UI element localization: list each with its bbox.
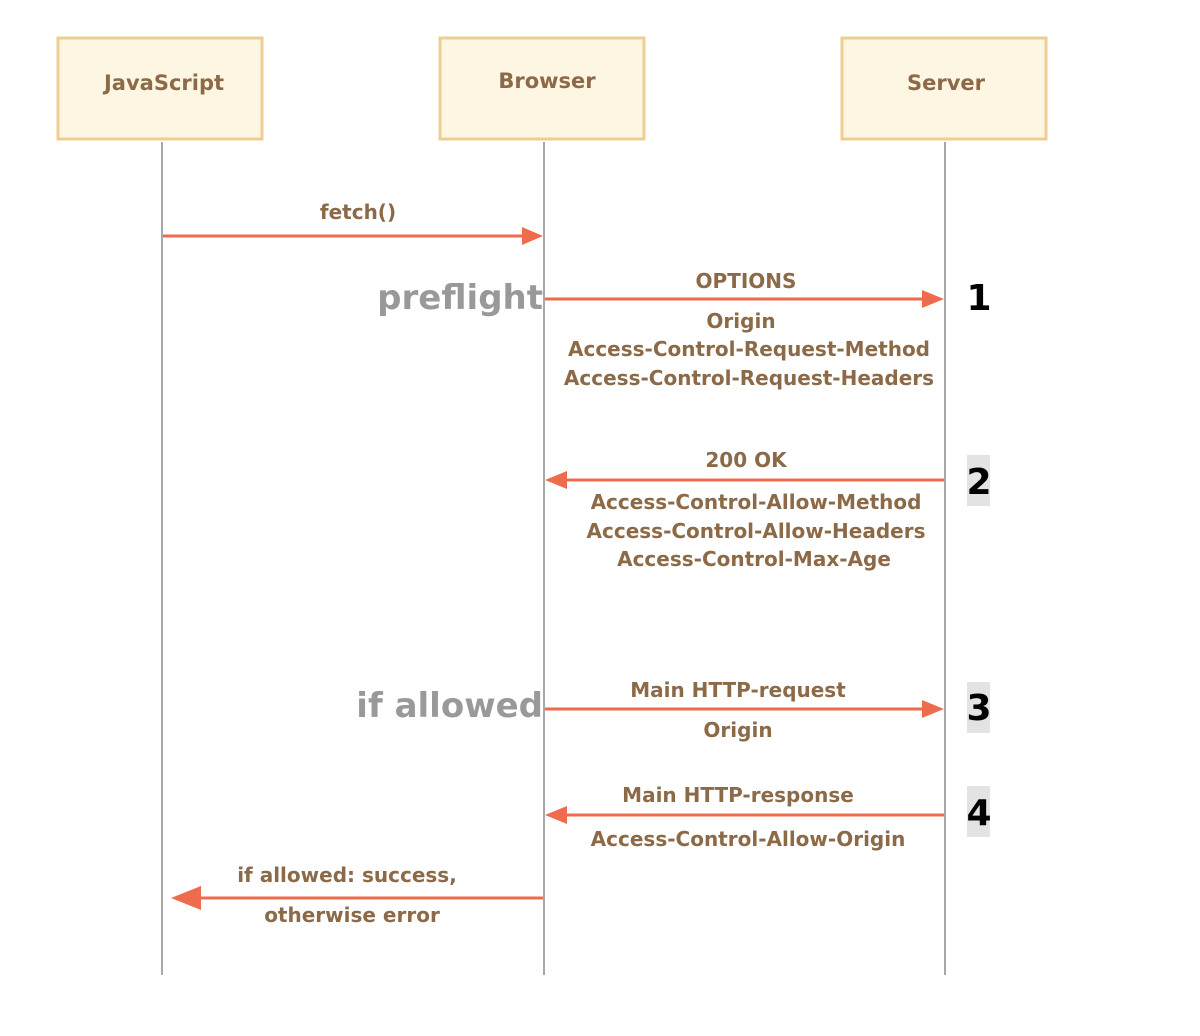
result-arrow-head [171, 886, 201, 910]
actor-browser: Browser [438, 36, 646, 141]
message-fetch: fetch() [163, 200, 543, 245]
main-request-header-origin: Origin [703, 718, 772, 742]
result-label-line2: otherwise error [264, 903, 440, 927]
ok-header-allow-headers: Access-Control-Allow-Headers [587, 519, 926, 543]
step-2-background [967, 455, 990, 506]
main-request-label: Main HTTP-request [630, 678, 846, 702]
actor-server-box [840, 36, 1048, 141]
result-label-line1: if allowed: success, [237, 863, 457, 887]
options-header-origin: Origin [706, 309, 775, 333]
step-3-background [967, 682, 990, 733]
fetch-label: fetch() [320, 200, 396, 224]
actor-javascript-box [56, 36, 264, 141]
message-options: OPTIONS Origin Access-Control-Request-Me… [545, 269, 944, 390]
actor-server: Server [840, 36, 1048, 141]
options-arrow-head [922, 290, 944, 308]
main-request-arrow-head [922, 700, 944, 718]
step-number-2: 2 [966, 462, 991, 503]
options-label: OPTIONS [696, 269, 797, 293]
phase-if-allowed-label: if allowed [356, 686, 543, 726]
main-response-header-allow-origin: Access-Control-Allow-Origin [591, 827, 906, 851]
message-main-request: Main HTTP-request Origin [545, 678, 944, 742]
main-response-label: Main HTTP-response [622, 783, 854, 807]
step-number-1: 1 [966, 278, 991, 319]
fetch-arrow-head [522, 227, 543, 245]
ok-header-allow-method: Access-Control-Allow-Method [591, 490, 922, 514]
options-header-request-method: Access-Control-Request-Method [568, 337, 930, 361]
options-header-request-headers: Access-Control-Request-Headers [564, 366, 934, 390]
step-4-background [967, 786, 990, 837]
ok-header-max-age: Access-Control-Max-Age [617, 547, 891, 571]
ok-label: 200 OK [705, 448, 788, 472]
message-200-ok: 200 OK Access-Control-Allow-Method Acces… [545, 448, 944, 571]
ok-arrow-head [545, 471, 567, 489]
step-number-4: 4 [966, 793, 991, 834]
actor-server-label: Server [907, 71, 986, 95]
message-result: if allowed: success, otherwise error [171, 863, 543, 927]
message-main-response: Main HTTP-response Access-Control-Allow-… [545, 783, 944, 851]
actor-javascript: JavaScript [56, 36, 264, 141]
main-response-arrow-head [545, 806, 567, 824]
actor-browser-box [438, 36, 646, 141]
actor-javascript-label: JavaScript [102, 71, 224, 95]
step-number-3: 3 [966, 688, 991, 729]
phase-preflight-label: preflight [377, 278, 543, 318]
actor-browser-label: Browser [498, 69, 596, 93]
